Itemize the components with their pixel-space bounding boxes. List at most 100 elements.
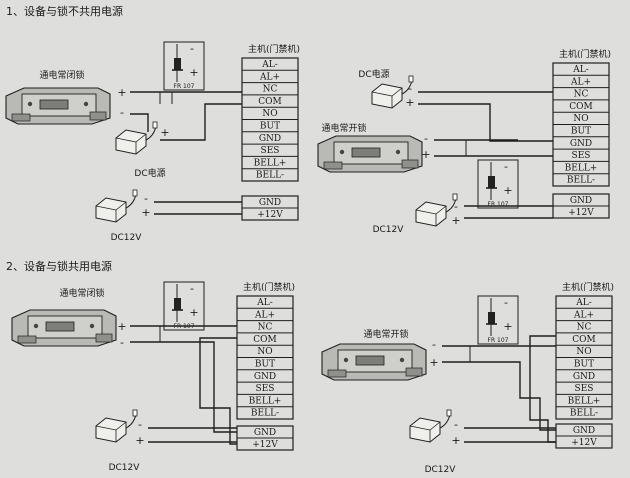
controller-title: 主机(门禁机) (248, 43, 300, 55)
terminal-nc: NC (263, 85, 278, 95)
terminal-alminus: AL- (575, 298, 592, 308)
adapter-plug (408, 75, 414, 83)
terminal-alplus: AL+ (570, 77, 591, 87)
sign-minus: - (138, 418, 142, 431)
terminal-bellplus: BELL+ (568, 396, 601, 406)
dc12v-label: DC12V (425, 465, 457, 475)
sign-plus: + (135, 434, 144, 447)
terminal-alplus: AL+ (573, 310, 594, 320)
terminal-alminus: AL- (261, 60, 278, 70)
terminal-no: NO (576, 347, 591, 357)
terminal-bellplus: BELL+ (249, 396, 282, 406)
terminal-alminus: AL- (256, 298, 273, 308)
sign-minus: - (454, 200, 458, 213)
terminal-but: BUT (574, 360, 594, 370)
lock-bracket (401, 159, 419, 169)
diode-body (488, 312, 495, 324)
diode-fr107: - + FR 107 (163, 41, 205, 91)
electric-lock-no (317, 135, 423, 173)
terminal-bellplus: BELL+ (254, 158, 287, 168)
lock-bolt (355, 355, 385, 366)
lock-label: 通电常闭锁 (39, 69, 84, 81)
terminal-ses: SES (575, 384, 594, 394)
sign-plus: + (451, 214, 460, 227)
diode-box (163, 281, 205, 331)
panel-separate-no-lock: 主机(门禁机)AL-AL+NCCOMNOBUTGNDSESBELL+BELL-G… (317, 48, 611, 235)
adapter-plug (132, 189, 138, 197)
sign-plus: + (141, 206, 150, 219)
diode-plus-sign: + (503, 320, 512, 333)
lock-screw (395, 149, 401, 155)
wire-dc-plus-no (418, 103, 553, 142)
sign-plus: + (160, 126, 169, 139)
terminal-nc: NC (258, 323, 273, 333)
electric-lock-nc (11, 309, 117, 347)
terminal-com: COM (258, 97, 281, 107)
lock-bracket (89, 111, 107, 121)
section-heading-separate-power: 1、设备与锁不共用电源 (6, 4, 123, 18)
lock-bracket (17, 335, 37, 344)
adapter-plug (446, 409, 452, 417)
terminal-alplus: AL+ (254, 310, 275, 320)
diode-body (488, 176, 495, 188)
lock-bolt (45, 321, 75, 332)
dc-power-label: DC电源 (134, 167, 165, 179)
sign-minus: - (424, 132, 428, 145)
wire-lock-minus-gnd (130, 341, 237, 433)
diode-minus-sign: - (190, 282, 194, 295)
power-terminal-12v: +12V (571, 438, 597, 448)
diode-box (477, 159, 519, 209)
power-terminal-gnd: GND (254, 428, 276, 438)
diode-fr107: -+FR 107 (477, 295, 519, 345)
lock-screw (343, 357, 349, 363)
diode-label: FR 107 (488, 337, 509, 344)
diode-box (477, 295, 519, 345)
adapter-body (409, 417, 441, 443)
lock-screw (27, 101, 33, 107)
dc-power-adapter (371, 75, 414, 109)
adapter-body (415, 201, 447, 227)
diode-label: FR 107 (174, 83, 195, 90)
power-terminal-12v: +12V (568, 208, 594, 218)
controller-title: 主机(门禁机) (559, 48, 611, 60)
adapter-plug (132, 409, 138, 417)
diode-fr107: -+FR 107 (163, 281, 205, 331)
terminal-gnd: GND (259, 134, 281, 144)
adapter-plug (152, 121, 158, 129)
terminal-bellminus: BELL- (256, 171, 284, 181)
adapter-body (95, 417, 127, 443)
electric-lock-nc (5, 87, 111, 125)
lock-screw (339, 149, 345, 155)
power-terminal-12v: +12V (252, 440, 278, 450)
diode-plus-sign: + (189, 306, 198, 319)
lock-screw (399, 357, 405, 363)
diode-plus-sign: + (189, 66, 198, 79)
lock-screw (89, 323, 95, 329)
sign-minus: - (432, 338, 436, 351)
electric-lock-no (321, 343, 427, 381)
terminal-alminus: AL- (572, 65, 589, 75)
terminal-no: NO (262, 109, 277, 119)
power-terminal-gnd: GND (570, 196, 592, 206)
sign-plus: + (117, 86, 126, 99)
sign-plus: + (421, 148, 430, 161)
dc12v-label: DC12V (373, 225, 405, 235)
terminal-but: BUT (571, 127, 591, 137)
diode-plus-sign: + (503, 184, 512, 197)
lock-screw (33, 323, 39, 329)
lock-screw (83, 101, 89, 107)
panel-separate-nc-lock: 主机(门禁机)AL-AL+NCCOMNOBUTGNDSESBELL+BELL-G… (5, 41, 300, 243)
diode-label: FR 107 (488, 201, 509, 208)
terminal-but: BUT (255, 360, 275, 370)
diode-minus-sign: - (190, 42, 194, 55)
dc12v-adapter (409, 409, 452, 443)
power-terminal-gnd: GND (573, 426, 595, 436)
lock-bolt (351, 147, 381, 158)
panel-shared-nc-lock: 主机(门禁机)AL-AL+NCCOMNOBUTGNDSESBELL+BELL-G… (11, 281, 295, 473)
adapter-body (95, 197, 127, 223)
sign-minus: - (408, 82, 412, 95)
adapter-body (115, 129, 147, 155)
lock-bracket (327, 369, 347, 378)
